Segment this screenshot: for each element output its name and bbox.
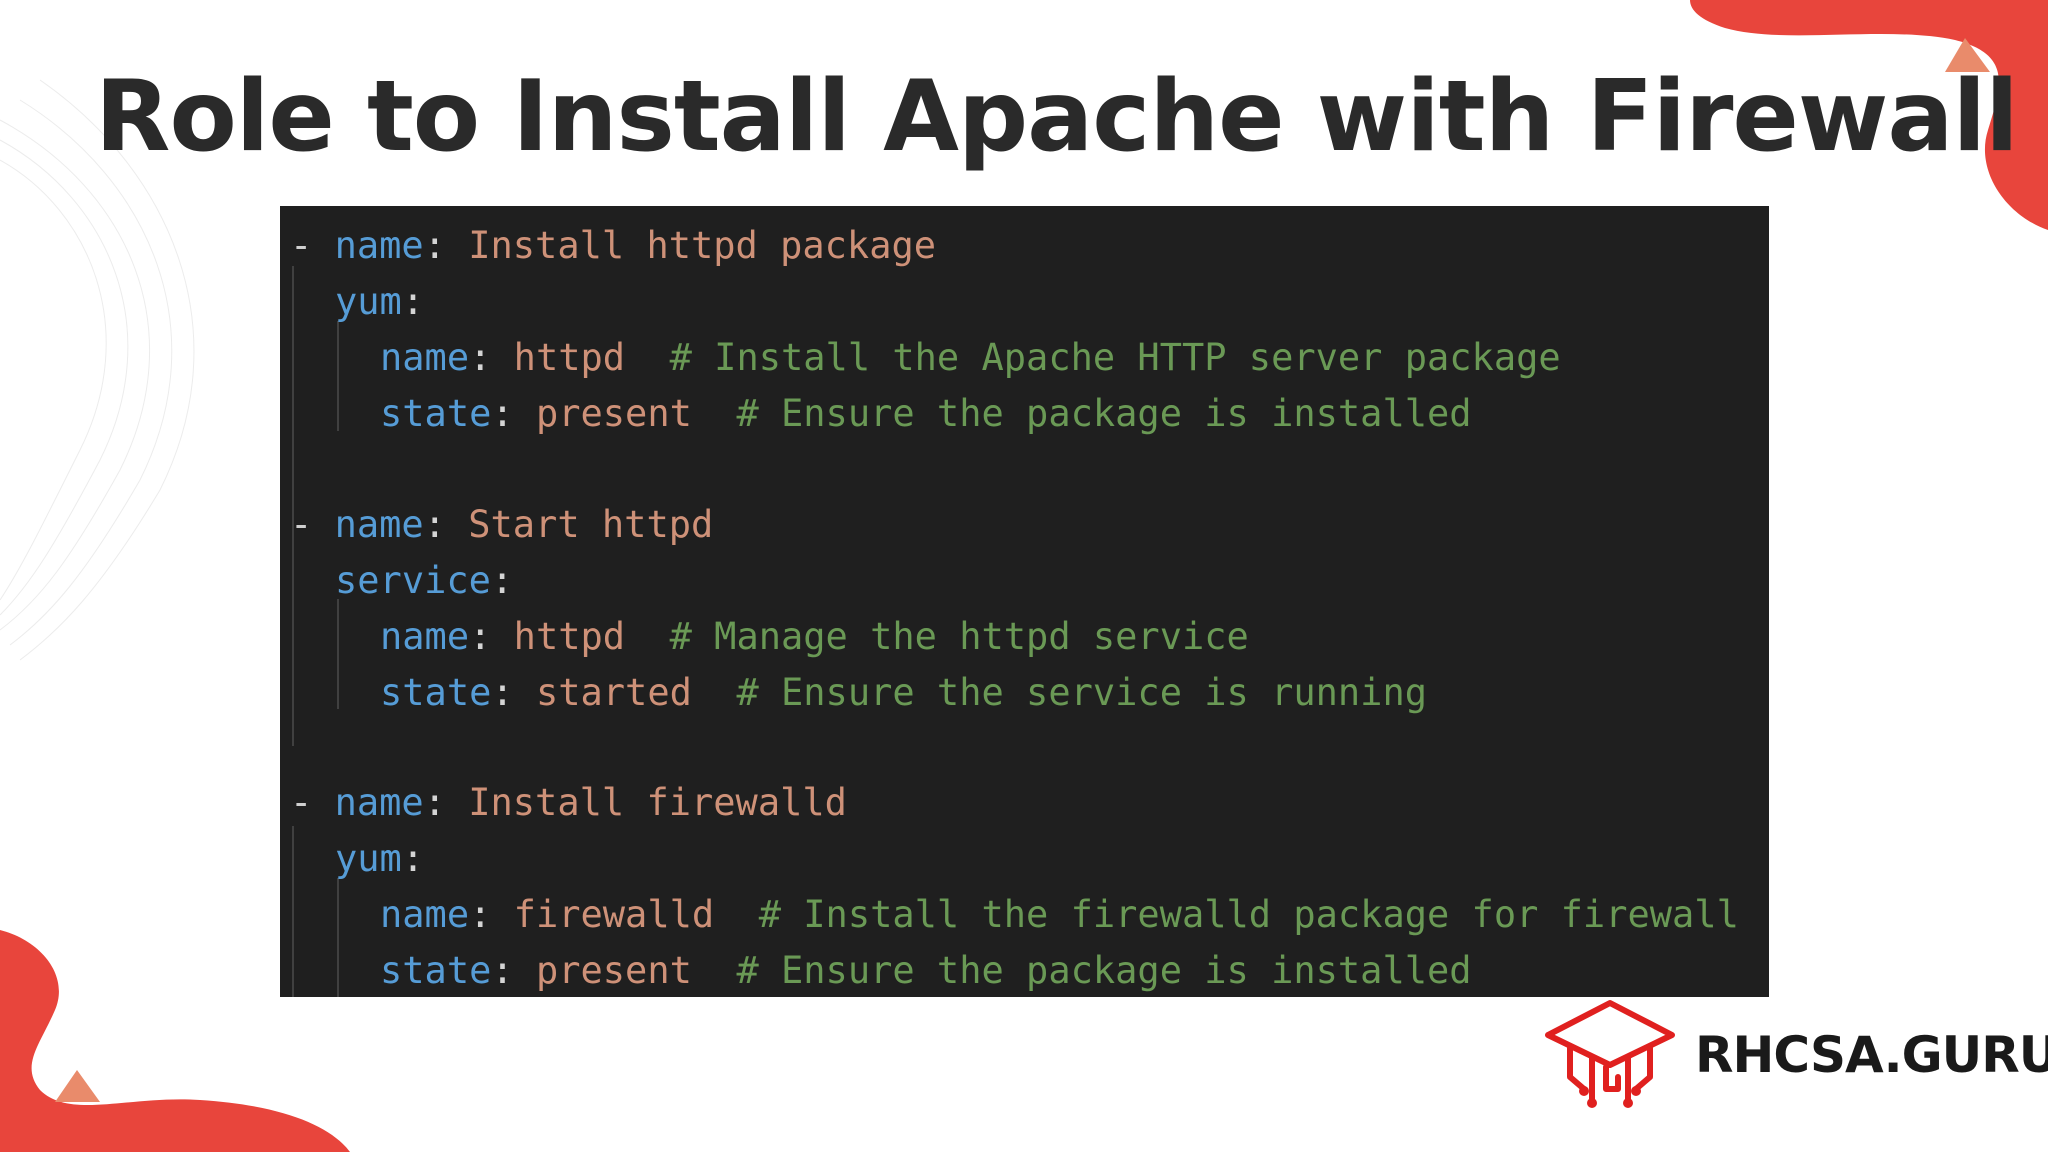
code-line: state: present # Ensure the package is i… bbox=[380, 943, 1472, 997]
yaml-value: firewalld bbox=[513, 893, 715, 936]
slide-title: Role to Install Apache with Firewall bbox=[95, 60, 2019, 174]
top-right-triangle bbox=[1945, 38, 1990, 72]
yaml-colon: : bbox=[491, 671, 536, 714]
yaml-value: started bbox=[535, 671, 692, 714]
list-dash: - bbox=[290, 503, 335, 546]
code-line: name: httpd # Install the Apache HTTP se… bbox=[380, 330, 1561, 386]
yaml-colon: : bbox=[491, 949, 536, 992]
yaml-value: Start httpd bbox=[468, 503, 714, 546]
indent-guide bbox=[292, 546, 294, 746]
yaml-comment: # Install the Apache HTTP server package bbox=[669, 336, 1561, 379]
yaml-value: Install firewalld bbox=[468, 781, 847, 824]
yaml-colon: : bbox=[469, 336, 514, 379]
indent-guide bbox=[292, 826, 294, 997]
faint-wave-lines bbox=[0, 79, 195, 661]
yaml-colon: : bbox=[423, 503, 469, 546]
indent-guide bbox=[337, 599, 339, 709]
indent-guide bbox=[337, 321, 339, 431]
bottom-left-triangle bbox=[55, 1070, 100, 1102]
graduation-cap-circuit-icon bbox=[1545, 1000, 1675, 1108]
code-line: state: started # Ensure the service is r… bbox=[380, 665, 1427, 721]
brand-logo: RHCSA.GURU bbox=[1540, 995, 2048, 1115]
yaml-value: present bbox=[535, 949, 692, 992]
yaml-comment: # Ensure the package is installed bbox=[736, 392, 1472, 435]
code-line: name: firewalld # Install the firewalld … bbox=[380, 887, 1739, 943]
yaml-colon: : bbox=[401, 280, 425, 323]
yaml-key: name bbox=[380, 893, 470, 936]
yaml-comment: # Manage the httpd service bbox=[669, 615, 1249, 658]
yaml-key: name bbox=[380, 336, 470, 379]
yaml-key: name bbox=[334, 781, 424, 824]
yaml-key: yum bbox=[335, 280, 402, 323]
yaml-key: state bbox=[380, 949, 492, 992]
code-line: - name: Install firewalld bbox=[290, 775, 847, 831]
yaml-colon: : bbox=[423, 781, 469, 824]
yaml-key: yum bbox=[335, 837, 402, 880]
yaml-value: present bbox=[535, 392, 692, 435]
code-line: - name: Start httpd bbox=[290, 497, 713, 553]
list-dash: - bbox=[290, 781, 335, 824]
yaml-colon: : bbox=[490, 559, 514, 602]
code-line: yum: bbox=[335, 831, 424, 887]
indent-guide bbox=[337, 878, 339, 997]
yaml-key: state bbox=[380, 671, 492, 714]
yaml-colon: : bbox=[491, 392, 536, 435]
yaml-key: state bbox=[380, 392, 492, 435]
code-line: name: httpd # Manage the httpd service bbox=[380, 609, 1249, 665]
yaml-comment: # Ensure the service is running bbox=[736, 671, 1428, 714]
yaml-colon: : bbox=[469, 893, 514, 936]
indent-guide bbox=[292, 266, 294, 636]
yaml-comment: # Ensure the package is installed bbox=[736, 949, 1472, 992]
code-line: state: present # Ensure the package is i… bbox=[380, 386, 1472, 442]
yaml-value: httpd bbox=[513, 615, 626, 658]
yaml-key: name bbox=[380, 615, 470, 658]
code-panel: - name: Install httpd package yum: name:… bbox=[280, 206, 1769, 997]
yaml-key: name bbox=[334, 503, 424, 546]
yaml-value: Install httpd package bbox=[468, 224, 937, 267]
bottom-left-blob bbox=[0, 930, 350, 1152]
yaml-comment: # Install the firewalld package for fire… bbox=[758, 893, 1739, 936]
code-line: service: bbox=[335, 553, 513, 609]
yaml-colon: : bbox=[401, 837, 425, 880]
brand-name: RHCSA.GURU bbox=[1695, 1026, 2048, 1084]
yaml-key: name bbox=[334, 224, 424, 267]
code-line: yum: bbox=[335, 274, 424, 330]
code-line: - name: Install httpd package bbox=[290, 218, 936, 274]
yaml-colon: : bbox=[423, 224, 469, 267]
list-dash: - bbox=[290, 224, 335, 267]
yaml-key: service bbox=[335, 559, 491, 602]
top-right-blob bbox=[1690, 0, 2048, 230]
yaml-colon: : bbox=[469, 615, 514, 658]
yaml-value: httpd bbox=[513, 336, 626, 379]
